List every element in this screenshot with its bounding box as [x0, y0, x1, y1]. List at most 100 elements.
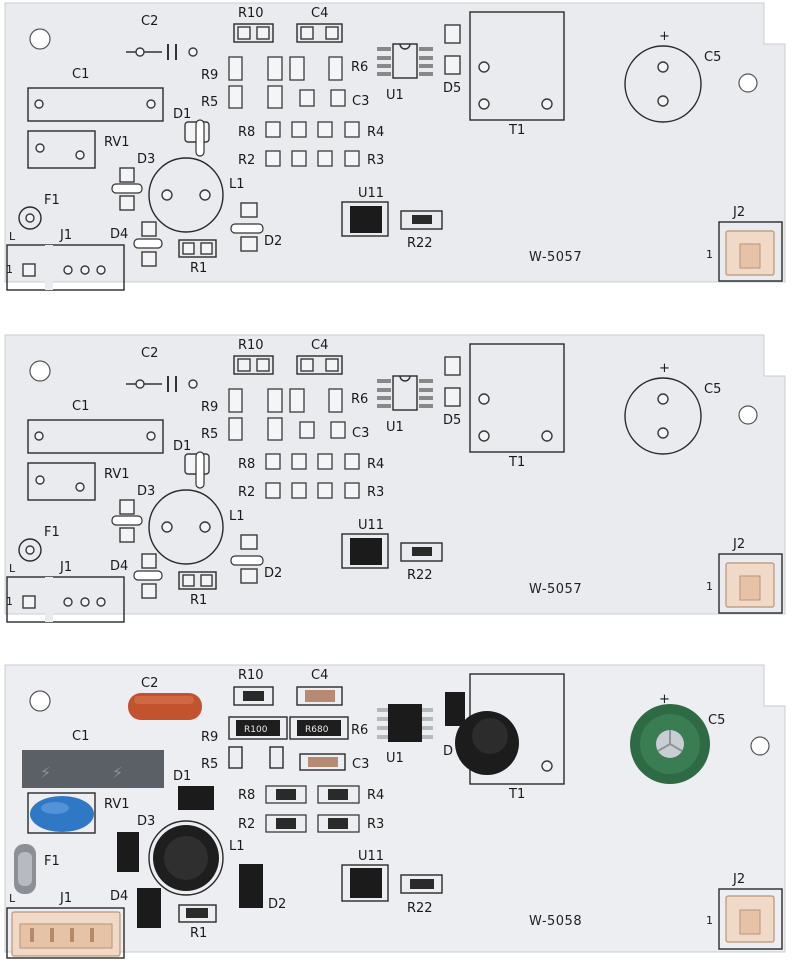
label-j2-pin1: 1: [706, 914, 713, 927]
d1-diode: [178, 786, 214, 810]
label-d2: D2: [264, 566, 282, 581]
label-d3: D3: [137, 484, 155, 499]
label-t1: T1: [508, 787, 525, 802]
label-c2: C2: [141, 346, 158, 361]
label-l: L: [9, 892, 16, 905]
label-r5: R5: [201, 95, 218, 110]
board-model-label: W-5058: [529, 914, 582, 929]
label-d3: D3: [137, 814, 155, 829]
label-r2: R2: [238, 153, 255, 168]
c1-logo-mark: ⚡: [40, 763, 51, 782]
label-c5: C5: [708, 713, 725, 728]
label-r22: R22: [407, 901, 433, 916]
label-r4: R4: [367, 788, 384, 803]
label-r5: R5: [201, 757, 218, 772]
label-c2: C2: [141, 14, 158, 29]
label-r22: R22: [407, 568, 433, 583]
label-d4: D4: [110, 889, 128, 904]
label-f1: F1: [44, 193, 60, 208]
label-l1: L1: [229, 177, 245, 192]
label-r9: R9: [201, 68, 218, 83]
label-j2: J2: [732, 205, 745, 220]
label-j1: J1: [59, 228, 72, 243]
label-d5: D5: [443, 81, 461, 96]
label-d2: D2: [264, 234, 282, 249]
r9-marking: R100: [244, 725, 268, 735]
label-d1: D1: [173, 107, 191, 122]
label-d1: D1: [173, 439, 191, 454]
rv1-varistor: [30, 796, 94, 832]
label-rv1: RV1: [104, 467, 130, 482]
label-c5-plus: +: [659, 692, 670, 707]
label-d3: D3: [137, 152, 155, 167]
label-l1: L1: [229, 839, 245, 854]
label-d5: D5: [443, 413, 461, 428]
label-r4: R4: [367, 125, 384, 140]
label-c4: C4: [311, 338, 328, 353]
label-r6: R6: [351, 723, 368, 738]
board-model-label: W-5057: [529, 582, 582, 597]
label-j1: J1: [59, 891, 72, 906]
label-j1-pin1: 1: [6, 595, 13, 608]
label-c5-plus: +: [659, 29, 670, 44]
d3-diode: [117, 832, 139, 872]
label-r8: R8: [238, 457, 255, 472]
label-d1: D1: [173, 769, 191, 784]
label-j2: J2: [732, 537, 745, 552]
label-r8: R8: [238, 125, 255, 140]
d5-diode: [445, 692, 465, 726]
label-r2: R2: [238, 485, 255, 500]
label-c1: C1: [72, 399, 89, 414]
u1-ic-chip: [388, 704, 422, 742]
label-u11: U11: [358, 849, 384, 864]
label-l: L: [9, 562, 16, 575]
label-r10: R10: [238, 668, 264, 683]
label-r5: R5: [201, 427, 218, 442]
u11-chip: [350, 868, 382, 898]
label-r10: R10: [238, 6, 264, 21]
label-t1: T1: [508, 123, 525, 138]
pcb-board-bottom-populated: C2 C1 ⚡ ⚡ RV1 F1 L J1 D3 D1 L1 D2 D4 R1 …: [0, 662, 799, 966]
label-u11: U11: [358, 186, 384, 201]
label-c3: C3: [352, 426, 369, 441]
label-r2: R2: [238, 817, 255, 832]
label-c5-plus: +: [659, 361, 670, 376]
d4-diode: [137, 888, 161, 928]
label-c3: C3: [352, 94, 369, 109]
label-d4: D4: [110, 559, 128, 574]
d2-diode: [239, 864, 263, 908]
label-u1: U1: [386, 420, 404, 435]
label-r1: R1: [190, 926, 207, 941]
label-r6: R6: [351, 60, 368, 75]
label-f1: F1: [44, 525, 60, 540]
label-r4: R4: [367, 457, 384, 472]
label-c3: C3: [352, 757, 369, 772]
label-rv1: RV1: [104, 797, 130, 812]
label-l1: L1: [229, 509, 245, 524]
label-r8: R8: [238, 788, 255, 803]
label-r1: R1: [190, 261, 207, 276]
label-c2: C2: [141, 676, 158, 691]
pcb-board-top: C2 C1 RV1 F1 L J1 1 D3 D1 L1 D2 D4 R1 R1…: [0, 0, 799, 300]
label-c4: C4: [311, 6, 328, 21]
label-d5: D: [443, 744, 453, 759]
label-f1: F1: [44, 854, 60, 869]
c1-film-capacitor: [22, 750, 164, 788]
label-c5: C5: [704, 382, 721, 397]
label-rv1: RV1: [104, 135, 130, 150]
label-j2-pin1: 1: [706, 248, 713, 261]
label-c1: C1: [72, 67, 89, 82]
label-c5: C5: [704, 50, 721, 65]
label-r3: R3: [367, 485, 384, 500]
label-j2: J2: [732, 872, 745, 887]
label-j1: J1: [59, 560, 72, 575]
pcb-board-middle: C2 C1 RV1 F1 L J1 1 D3 D1 L1 D2 D4 R1 R1…: [0, 332, 799, 632]
label-j1-pin1: 1: [6, 263, 13, 276]
label-r9: R9: [201, 400, 218, 415]
label-r22: R22: [407, 236, 433, 251]
label-r10: R10: [238, 338, 264, 353]
label-r3: R3: [367, 153, 384, 168]
label-r9: R9: [201, 730, 218, 745]
label-t1: T1: [508, 455, 525, 470]
label-c4: C4: [311, 668, 328, 683]
